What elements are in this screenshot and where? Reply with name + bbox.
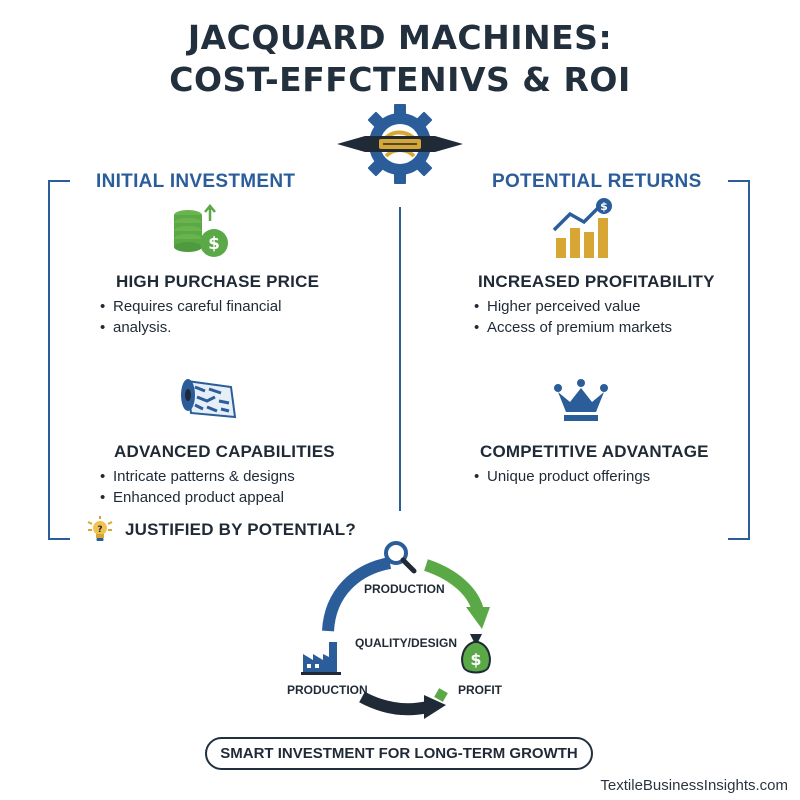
cycle-label-left: PRODUCTION (287, 683, 368, 697)
cycle-arrowhead-dark (424, 695, 446, 719)
site-credit: TextileBusinessInsights.com (600, 777, 788, 794)
list-item: Requires careful financial (100, 296, 360, 317)
cycle-label-center: QUALITY/DESIGN (355, 636, 458, 650)
list-item: Enhanced product appeal (100, 487, 360, 508)
cycle-label-top: PRODUCTION (364, 582, 445, 596)
right-bracket (728, 180, 750, 540)
lightbulb-icon: ? (87, 516, 113, 541)
coins-dollar-icon: $ (174, 204, 228, 257)
increased-profitability-title: INCREASED PROFITABILITY (478, 272, 715, 291)
high-purchase-price-bullets: Requires careful financial analysis. (100, 296, 360, 338)
cycle-arrowhead-green (466, 607, 490, 629)
page-title-line-2: COST-EFFCTENIVS & ROI (169, 60, 631, 99)
list-item: analysis. (100, 317, 360, 338)
svg-text:?: ? (97, 525, 102, 535)
justified-question: JUSTIFIED BY POTENTIAL? (125, 520, 356, 539)
competitive-advantage-bullets: Unique product offerings (474, 466, 724, 487)
advanced-capabilities-bullets: Intricate patterns & designs Enhanced pr… (100, 466, 360, 508)
svg-text:$: $ (208, 234, 220, 254)
list-item: Higher perceived value (474, 296, 724, 317)
svg-text:$: $ (470, 650, 481, 669)
cycle-arrow-blue (322, 557, 392, 632)
footer-tagline: SMART INVESTMENT FOR LONG-TERM GROWTH (205, 737, 593, 770)
crown-icon (554, 379, 608, 421)
increased-profitability-bullets: Higher perceived value Access of premium… (474, 296, 724, 338)
fabric-roll-icon (181, 379, 237, 419)
magnifier-icon (384, 541, 417, 574)
cycle-arrow-dark (359, 691, 430, 716)
gear-shuttle-icon (337, 104, 463, 184)
roi-cycle-diagram (322, 557, 490, 719)
factory-icon (301, 642, 341, 675)
list-item: Access of premium markets (474, 317, 724, 338)
list-item: Unique product offerings (474, 466, 724, 487)
list-item: Intricate patterns & designs (100, 466, 360, 487)
cycle-arrow-green (423, 559, 484, 613)
potential-returns-heading: POTENTIAL RETURNS (492, 171, 702, 192)
growth-chart-icon: $ (552, 198, 612, 258)
money-bag-icon: $ (461, 634, 491, 674)
cycle-label-right: PROFIT (458, 683, 502, 697)
high-purchase-price-title: HIGH PURCHASE PRICE (116, 272, 320, 291)
center-divider (399, 207, 401, 511)
advanced-capabilities-title: ADVANCED CAPABILITIES (114, 442, 335, 461)
svg-text:$: $ (600, 200, 608, 213)
left-bracket (48, 180, 70, 540)
competitive-advantage-title: COMPETITIVE ADVANTAGE (480, 442, 709, 461)
page-title-line-1: JACQUARD MACHINES: (187, 18, 613, 57)
cycle-marker-green (434, 688, 448, 702)
initial-investment-heading: INITIAL INVESTMENT (96, 171, 296, 192)
